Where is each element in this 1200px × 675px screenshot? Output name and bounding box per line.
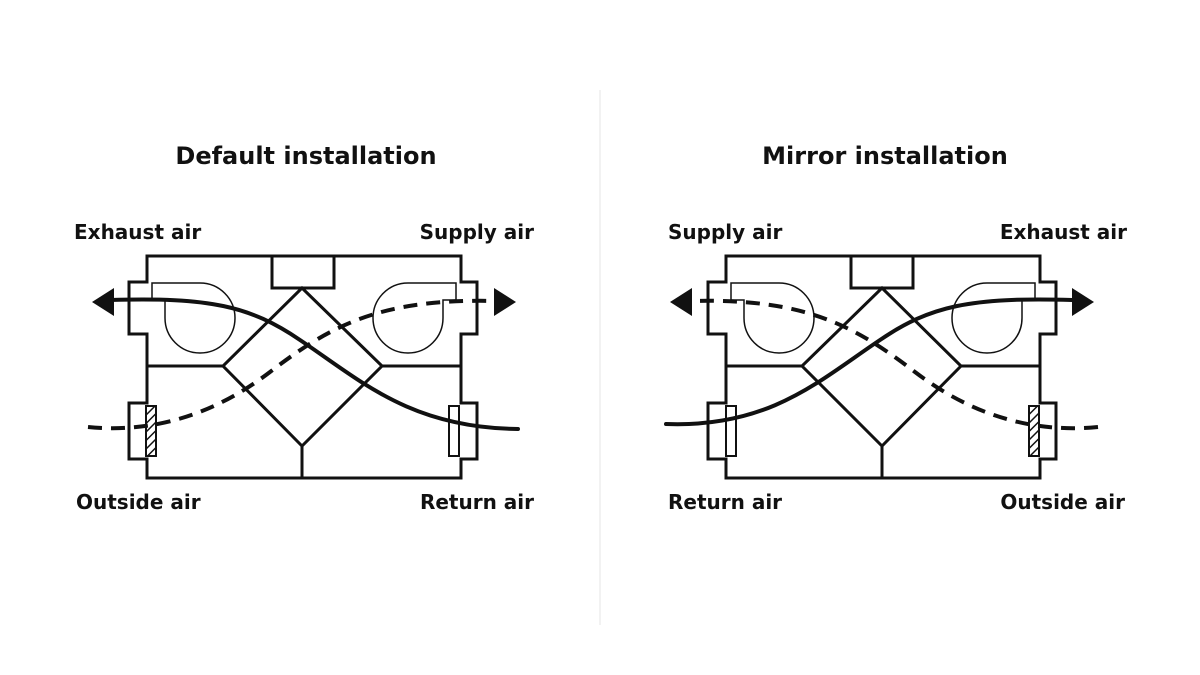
- mirror-fan-right: [951, 282, 1036, 354]
- default-arrow-supply: [494, 288, 516, 316]
- default-label-exhaust-air: Exhaust air: [74, 220, 201, 244]
- mirror-heat-exchanger: [799, 285, 964, 449]
- mirror-installation-panel: Mirror installation Supply air Exhaust a…: [664, 142, 1127, 514]
- mirror-flow-supply: [691, 298, 1099, 431]
- default-flow-exhaust: [108, 297, 520, 431]
- default-unit-housing: [127, 254, 479, 480]
- mirror-unit-housing: [706, 254, 1058, 480]
- mirror-fan-left: [730, 282, 815, 354]
- default-installation-panel: Default installation Exhaust air Supply …: [74, 142, 534, 514]
- default-fan-left: [151, 282, 236, 354]
- default-label-return-air: Return air: [420, 490, 534, 514]
- default-installation-title: Default installation: [175, 142, 436, 170]
- default-heat-exchanger: [220, 285, 385, 449]
- mirror-label-supply-air: Supply air: [668, 220, 782, 244]
- default-filter-return: [448, 405, 460, 457]
- default-flow-supply: [87, 298, 497, 431]
- mirror-flow-exhaust: [664, 297, 1074, 427]
- default-filter-outside: [145, 405, 157, 457]
- mirror-label-exhaust-air: Exhaust air: [1000, 220, 1127, 244]
- default-label-supply-air: Supply air: [420, 220, 534, 244]
- mirror-filter-outside: [1028, 405, 1040, 457]
- mirror-installation-title: Mirror installation: [762, 142, 1008, 170]
- mirror-arrow-supply: [670, 288, 692, 316]
- default-fan-right: [372, 282, 457, 354]
- default-arrow-exhaust: [92, 288, 114, 316]
- mirror-label-outside-air: Outside air: [1000, 490, 1125, 514]
- mirror-label-return-air: Return air: [668, 490, 782, 514]
- mirror-filter-return: [725, 405, 737, 457]
- mirror-arrow-exhaust: [1072, 288, 1094, 316]
- default-label-outside-air: Outside air: [76, 490, 201, 514]
